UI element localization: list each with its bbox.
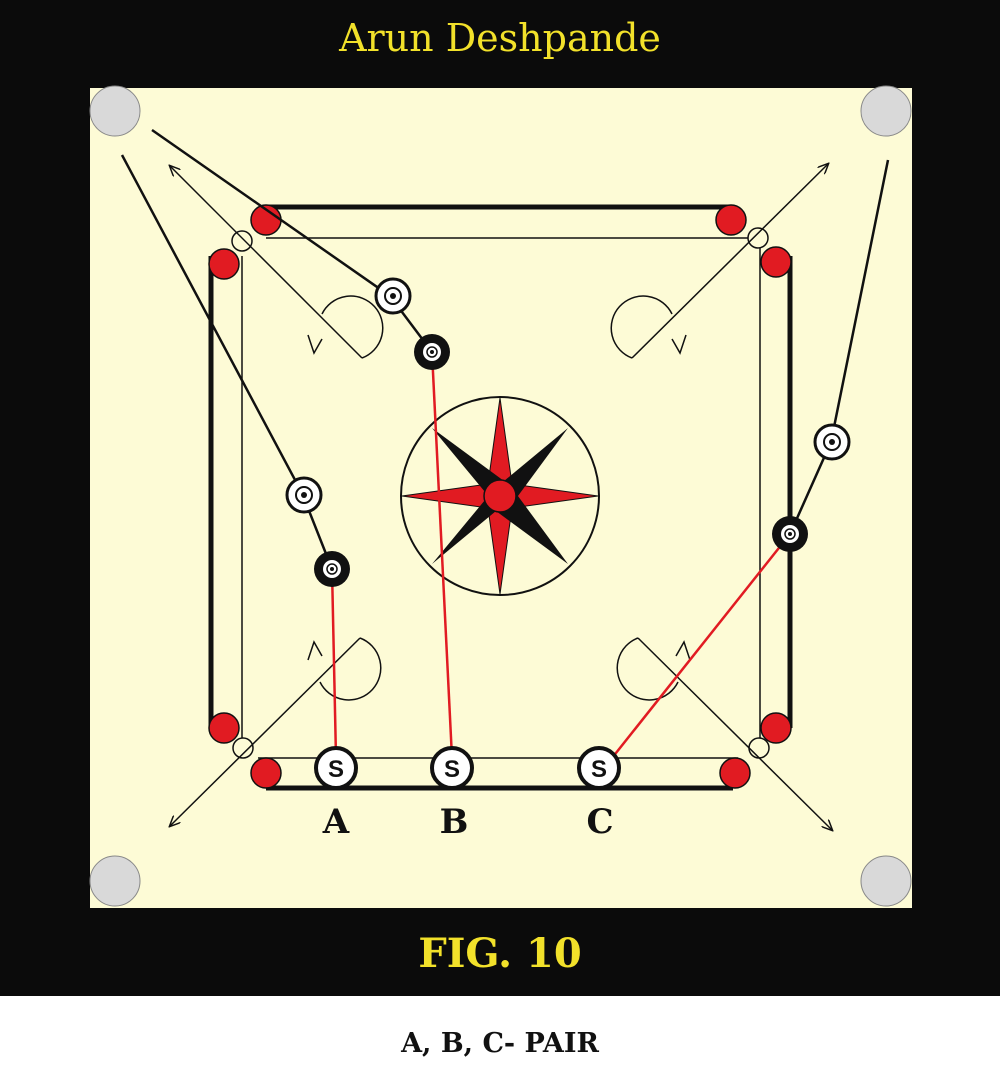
striker-symbol: S [444, 756, 460, 783]
striker-c: S [577, 746, 621, 790]
caption: A, B, C- PAIR [401, 1028, 599, 1059]
position-label-c: C [586, 802, 613, 842]
striker-b: S [430, 746, 474, 790]
carrom-board-diagram: S S S A B C [89, 85, 912, 908]
pocket-top-right [860, 85, 912, 137]
pockets [89, 85, 912, 907]
shot-paths-red [330, 351, 791, 759]
black-coins [314, 334, 808, 587]
striker-symbol: S [328, 756, 344, 783]
centre-star [400, 396, 600, 596]
board-frame: S S S A B C [0, 0, 1000, 996]
pocket-bottom-left [89, 855, 141, 907]
pocket-top-left [89, 85, 141, 137]
black-coin [414, 334, 450, 370]
position-labels: A B C [322, 802, 614, 842]
black-coin [314, 551, 350, 587]
black-coin [772, 516, 808, 552]
white-coins [285, 277, 851, 514]
striker-a: S [314, 746, 358, 790]
white-coin [813, 423, 851, 461]
white-coin [285, 476, 323, 514]
pocket-bottom-right [860, 855, 912, 907]
baseline-red-circles [208, 204, 792, 789]
author-name: Arun Deshpande [339, 16, 661, 60]
figure-label: FIG. 10 [418, 930, 582, 977]
white-coin [374, 277, 412, 315]
corner-arcs [307, 295, 691, 701]
baseline-small-circles [231, 227, 770, 759]
strikers: S S S [314, 746, 621, 790]
position-label-a: A [322, 802, 350, 842]
corner-arrow-lines [170, 164, 832, 830]
position-label-b: B [440, 802, 469, 842]
striker-symbol: S [591, 756, 607, 783]
